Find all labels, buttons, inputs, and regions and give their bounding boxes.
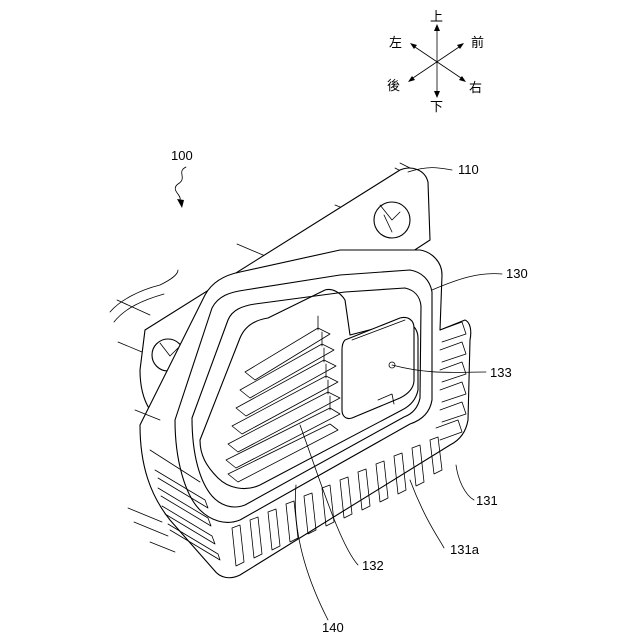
label-132: 132 [362,558,384,573]
compass-up-label: 上 [430,10,443,25]
label-131: 131 [476,493,498,508]
assembly-reference: 100 [171,148,193,208]
label-130: 130 [506,266,528,281]
label-100: 100 [171,148,193,163]
compass-front-label: 前 [471,35,484,51]
label-133: 133 [490,365,512,380]
label-140: 140 [322,620,344,635]
compass-down-label: 下 [430,100,443,115]
compass-left-label: 左 [389,36,402,51]
direction-compass: 上 下 左 前 後 右 [387,10,484,115]
label-131a: 131a [450,542,480,557]
compass-back-label: 後 [387,79,400,94]
label-110: 110 [458,162,479,177]
compass-right-label: 右 [469,81,482,96]
